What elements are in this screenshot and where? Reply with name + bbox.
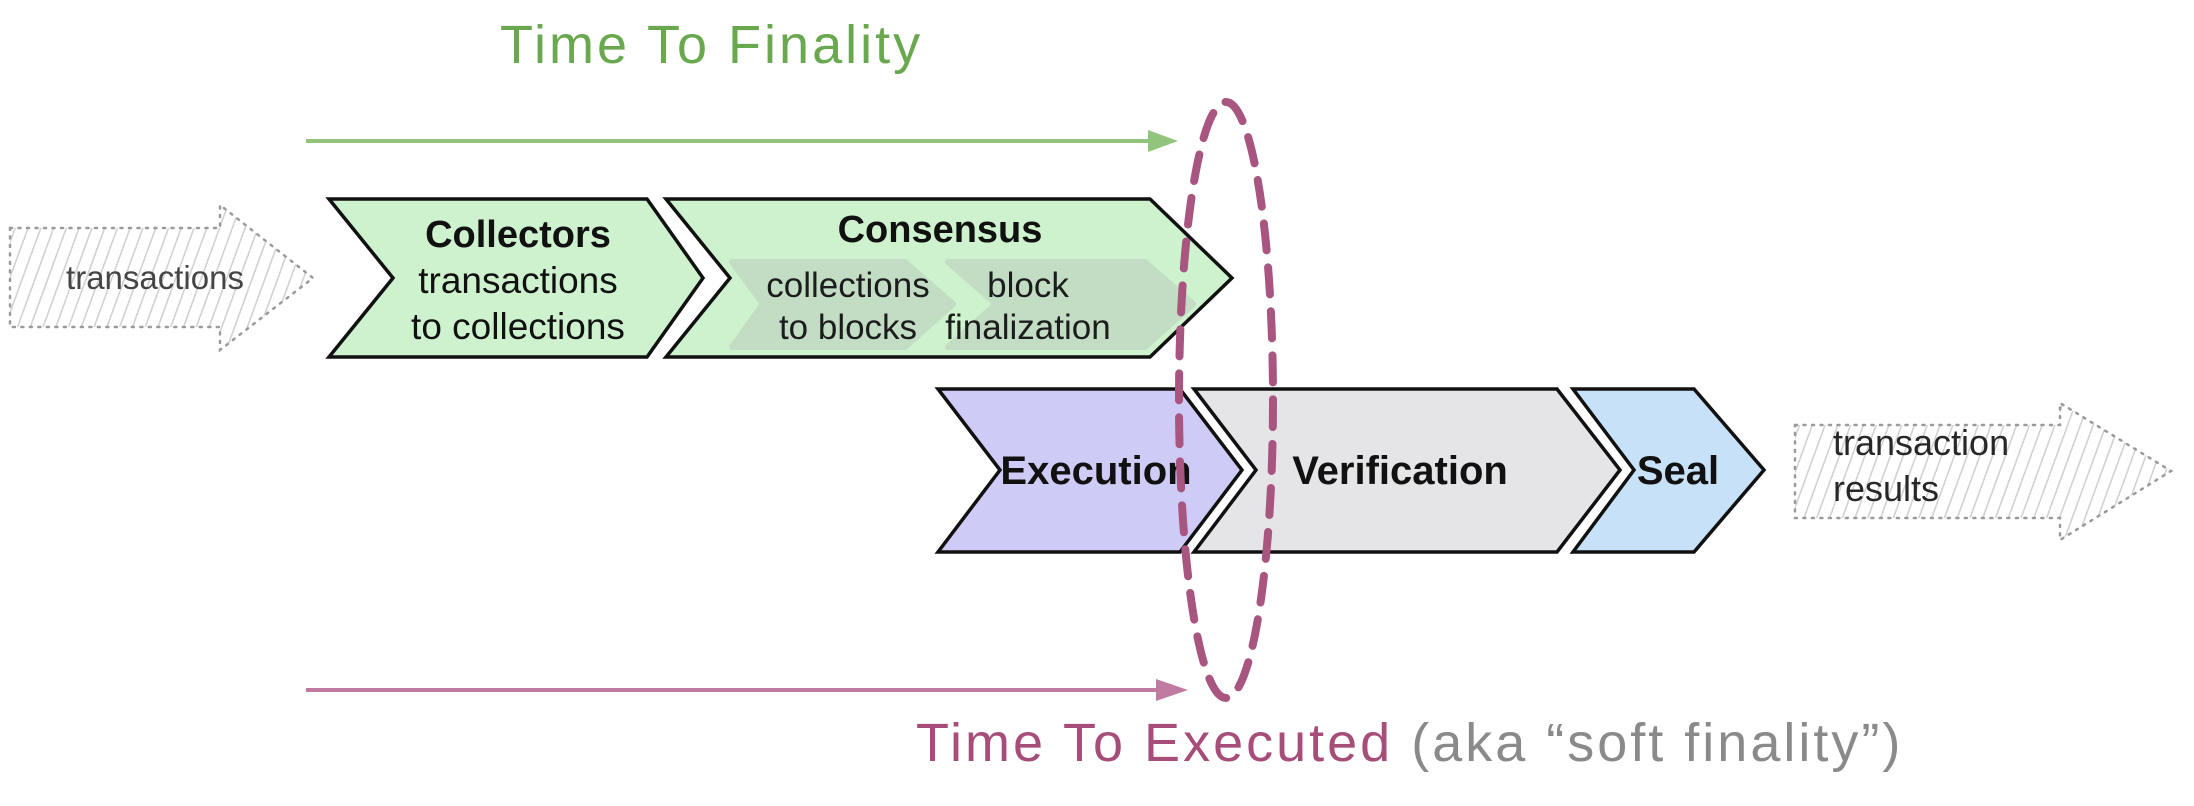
consensus-sub1-line2: to blocks <box>779 308 917 347</box>
time-to-executed-title: Time To Executed (aka “soft finality”) <box>916 712 1903 774</box>
consensus-sub2-line2: finalization <box>945 308 1110 347</box>
consensus-sub1-line1: collections <box>766 266 929 305</box>
consensus-sub-chevron-collections-to-blocks <box>729 259 956 350</box>
seal-chevron <box>1569 387 1767 554</box>
consensus-sub-chevron-block-finalization <box>945 259 1196 350</box>
transaction-results-label-line2: results <box>1833 468 1940 509</box>
collectors-chevron <box>325 197 706 359</box>
time-to-executed-text: Time To Executed <box>916 713 1394 773</box>
transaction-results-label: transaction results <box>1833 420 2173 512</box>
seal-title: Seal <box>1637 449 1719 493</box>
transaction-results-arrow-outline <box>1793 400 2174 543</box>
transactions-arrow-outline <box>8 202 316 353</box>
time-to-executed-arrow <box>306 679 1188 701</box>
collectors-line1: transactions <box>418 260 618 301</box>
soft-finality-suffix: (aka “soft finality”) <box>1393 713 1904 773</box>
consensus-sub2-line1: block <box>987 266 1069 305</box>
time-to-finality-title: Time To Finality <box>500 15 924 75</box>
collectors-line2: to collections <box>411 306 625 347</box>
consensus-title: Consensus <box>838 209 1043 251</box>
verification-title: Verification <box>1292 449 1508 493</box>
time-to-finality-arrow <box>306 130 1178 152</box>
collectors-title: Collectors <box>425 214 611 256</box>
execution-title: Execution <box>1000 449 1191 493</box>
verification-chevron <box>1190 387 1623 554</box>
executed-boundary-ellipse <box>1175 98 1277 702</box>
transactions-label: transactions <box>66 259 244 296</box>
transaction-results-label-line1: transaction <box>1833 422 2010 463</box>
